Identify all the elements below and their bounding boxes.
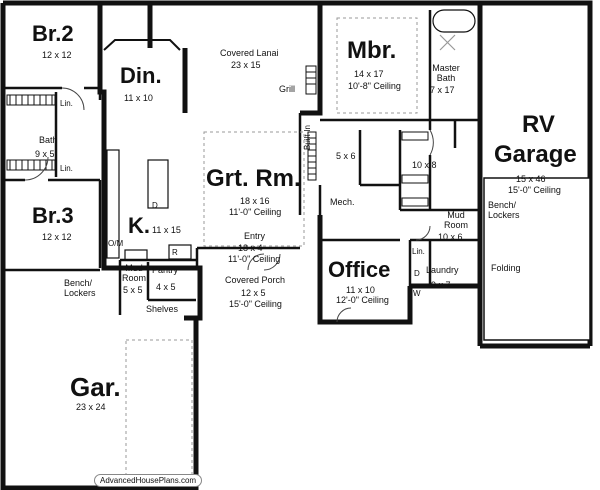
room-grt-dim: 18 x 16	[240, 196, 270, 206]
room-lanai-dim: 23 x 15	[231, 60, 261, 70]
washer-label: W	[413, 289, 421, 298]
dryer-label: D	[414, 269, 420, 278]
room-porch-ceiling: 15'-0" Ceiling	[229, 299, 282, 309]
room-porch-dim: 12 x 5	[241, 288, 266, 298]
room-mudroom-l-dim: 5 x 5	[123, 285, 143, 295]
interior-walls	[3, 10, 480, 315]
room-din-name: Din.	[120, 63, 162, 88]
linen-2-label: Lin.	[60, 164, 73, 173]
room-rv-name1: RV	[522, 111, 555, 138]
room-wic1-dim: 5 x 6	[336, 151, 356, 161]
room-br3-name: Br.3	[32, 203, 74, 228]
room-entry-ceiling: 11'-0" Ceiling	[228, 254, 281, 264]
mech-label: Mech.	[330, 197, 355, 207]
room-rv-name2: Garage	[494, 141, 577, 168]
room-pantry-dim: 4 x 5	[156, 282, 176, 292]
kitchen-counters	[106, 149, 192, 261]
room-mbr-ceiling: 10'-8" Ceiling	[348, 81, 401, 91]
room-pantry-name: Pantry	[152, 265, 179, 275]
room-br2-name: Br.2	[32, 21, 74, 46]
room-rv-ceiling: 15'-0" Ceiling	[508, 185, 561, 195]
room-br3-dim: 12 x 12	[42, 232, 72, 242]
room-bath-dim: 9 x 5	[35, 149, 55, 159]
room-mbr-dim: 14 x 17	[354, 69, 384, 79]
watermark: AdvancedHousePlans.com	[94, 474, 203, 487]
room-mbr-name: Mbr.	[347, 37, 397, 64]
room-mbath-name: Master Bath	[432, 63, 460, 83]
room-gar-name: Gar.	[70, 372, 121, 402]
room-br2-dim: 12 x 12	[42, 50, 72, 60]
room-entry-name: Entry	[244, 231, 266, 241]
fridge-label: R	[172, 248, 178, 257]
room-gar-dim: 23 x 24	[76, 402, 106, 412]
room-office-ceiling: 12'-0" Ceiling	[336, 295, 389, 305]
room-laundry-dim: 9 x 7	[431, 280, 451, 290]
room-kit-dim: 11 x 15	[152, 225, 181, 235]
great-room-ceiling-outline	[203, 131, 305, 247]
room-grt-ceiling: 11'-0" Ceiling	[229, 207, 282, 217]
room-entry-dim: 18 x 4	[238, 243, 263, 253]
room-lanai-name: Covered Lanai	[220, 48, 279, 58]
room-mudroom-r-dim: 10 x 6	[438, 232, 463, 242]
room-mudroom-r-name: Mud Room	[443, 210, 468, 230]
bench-r-label: Bench/ Lockers	[488, 200, 520, 220]
room-laundry-name: Laundry	[426, 265, 459, 275]
dishwasher-label: D	[152, 201, 158, 210]
closet-shelving	[6, 94, 429, 207]
folding-label: Folding	[491, 263, 521, 273]
grill	[305, 65, 317, 95]
builtin-label: Built-In	[303, 125, 312, 150]
room-kit-name: K.	[128, 213, 150, 238]
garage-door-outline	[125, 339, 193, 487]
linen-1-label: Lin.	[60, 99, 73, 108]
room-wic2-dim: 10 x 8	[412, 160, 437, 170]
din-bay-window	[103, 39, 181, 51]
shelves-label: Shelves	[146, 304, 179, 314]
doors	[24, 87, 434, 323]
room-mudroom-l-name: Mud Room	[122, 263, 147, 283]
grill-label: Grill	[279, 84, 295, 94]
room-grt-name: Grt. Rm.	[206, 165, 301, 192]
room-office-name: Office	[328, 257, 391, 282]
room-bath-name: Bath	[39, 135, 58, 145]
mbr-tray-ceiling	[336, 17, 418, 114]
room-din-dim: 11 x 10	[124, 93, 153, 103]
rv-garage-door	[483, 177, 591, 341]
bench-l-label: Bench/ Lockers	[64, 278, 96, 298]
room-porch-name: Covered Porch	[225, 275, 286, 285]
master-tub	[432, 9, 476, 51]
lin3-label: Lin.	[412, 247, 425, 256]
room-rv-dim: 15 x 46	[516, 174, 546, 184]
oven-micro-label: O/M	[108, 239, 124, 248]
room-mbath-dim: 7 x 17	[430, 85, 455, 95]
room-office-dim: 11 x 10	[346, 285, 375, 295]
